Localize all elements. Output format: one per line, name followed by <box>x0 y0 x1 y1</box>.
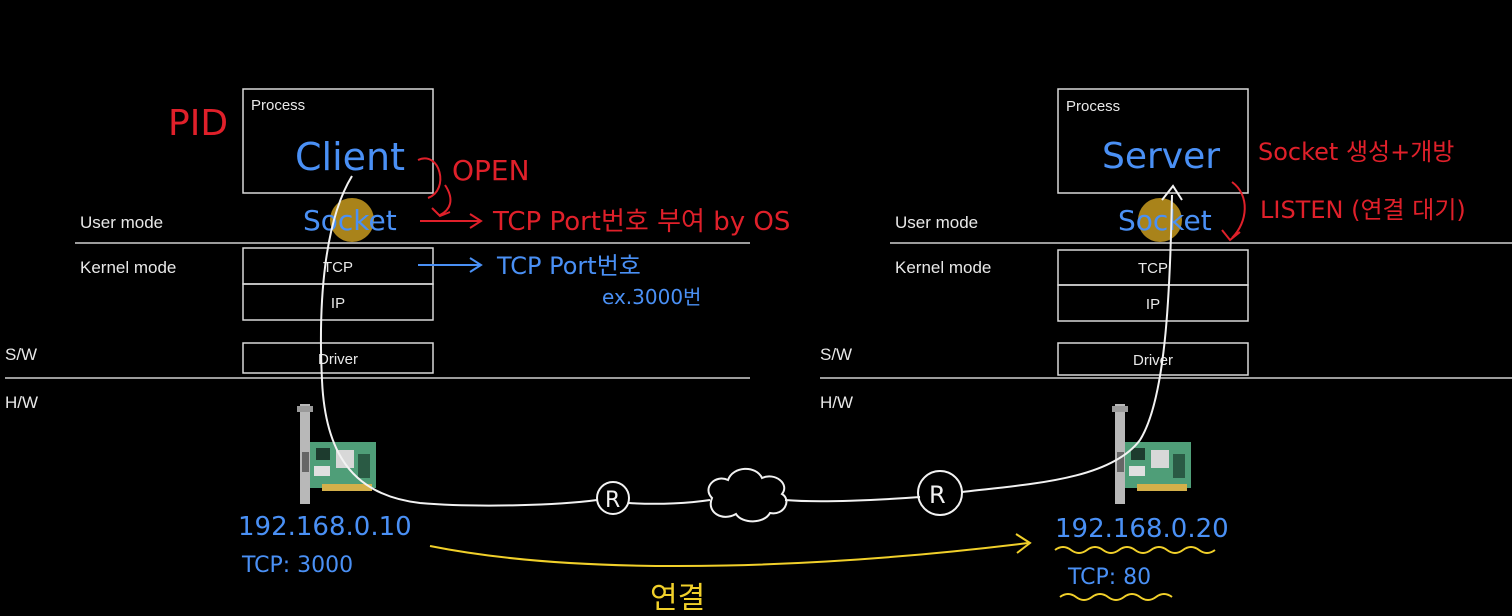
client-driver-label: Driver <box>318 351 358 368</box>
client-port-annotation: TCP: 3000 <box>241 553 353 578</box>
internet-cloud <box>708 469 786 522</box>
tcp-port-number-annotation: TCP Port번호 <box>496 252 641 280</box>
server-ip-label: IP <box>1146 296 1160 313</box>
client-kernel-mode-label: Kernel mode <box>80 258 176 277</box>
server-ip-annotation: 192.168.0.20 <box>1055 514 1229 544</box>
server-hw-label: H/W <box>820 393 853 412</box>
client-tcp-label: TCP <box>323 259 353 276</box>
client-ip-label: IP <box>331 295 345 312</box>
server-tcp-label: TCP <box>1138 260 1168 277</box>
client-hw-label: H/W <box>5 393 38 412</box>
client-app-name: Client <box>295 135 405 179</box>
pid-annotation: PID <box>168 103 228 144</box>
link-cloud-router <box>785 497 920 501</box>
client-user-mode-label: User mode <box>80 213 163 232</box>
listen-annotation: LISTEN (연결 대기) <box>1260 196 1466 224</box>
client-nic-card <box>297 404 376 504</box>
server-port-annotation: TCP: 80 <box>1067 565 1151 590</box>
port-example-annotation: ex.3000번 <box>602 285 701 309</box>
blue-annotations: TCP Port번호 ex.3000번 192.168.0.10 TCP: 30… <box>238 252 1229 590</box>
client-ip-annotation: 192.168.0.10 <box>238 512 412 542</box>
server-nic-card <box>1112 404 1191 504</box>
server-port-squiggle <box>1060 594 1172 600</box>
client-socket-label: Socket <box>303 204 397 237</box>
server-kernel-mode-label: Kernel mode <box>895 258 991 277</box>
server-socket-label: Socket <box>1118 204 1212 237</box>
tcp-to-port-arrow <box>418 258 481 272</box>
open-down-arrow <box>432 185 450 216</box>
server-ip-squiggle <box>1055 547 1215 553</box>
listen-bracket <box>1222 182 1245 240</box>
server-socket-create-annotation: Socket 생성+개방 <box>1258 138 1454 166</box>
link-router-cloud <box>629 500 710 504</box>
connection-label: 연결 <box>650 581 705 616</box>
socket-to-port-arrow <box>420 214 481 228</box>
client-process-label: Process <box>251 97 305 114</box>
connection-arrow <box>430 543 1028 566</box>
server-driver-label: Driver <box>1133 352 1173 369</box>
router-left-label: R <box>605 488 620 513</box>
router-right-label: R <box>929 481 946 509</box>
server-app-name: Server <box>1102 136 1220 177</box>
server-process-label: Process <box>1066 98 1120 115</box>
server-sw-label: S/W <box>820 345 852 364</box>
server-user-mode-label: User mode <box>895 213 978 232</box>
tcp-port-assign-annotation: TCP Port번호 부여 by OS <box>492 207 790 237</box>
open-annotation: OPEN <box>452 154 530 187</box>
open-bracket <box>418 158 440 198</box>
client-sw-label: S/W <box>5 345 37 364</box>
